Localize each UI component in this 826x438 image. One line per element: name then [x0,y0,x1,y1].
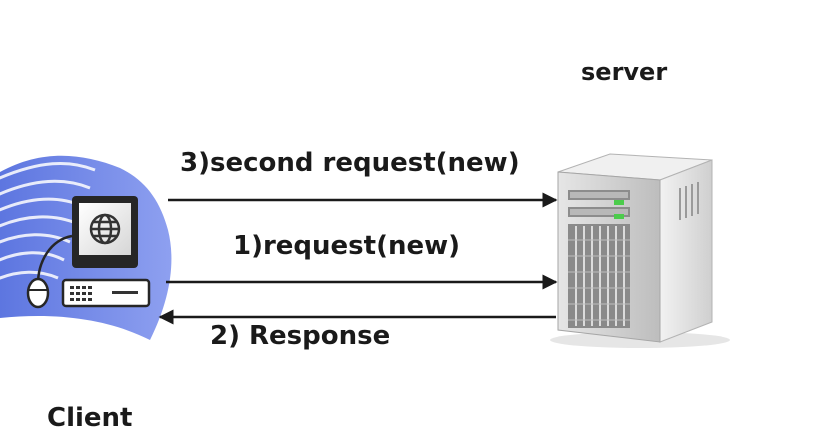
desktop-computer-icon [0,155,172,340]
keyboard-keys [70,286,138,301]
server-led-1 [614,200,624,205]
globe-icon [89,213,121,245]
mouse-icon [26,277,50,309]
second-request-label: 3)second request(new) [180,148,520,178]
server-label: server [581,58,668,86]
server-slot-dividers [575,226,625,326]
response-label: 2) Response [210,321,391,351]
request-label: 1)request(new) [233,231,461,261]
server-led-2 [614,214,624,219]
client-label: Client [47,403,133,433]
server-tower-icon [550,153,730,348]
server-vents [679,182,699,220]
